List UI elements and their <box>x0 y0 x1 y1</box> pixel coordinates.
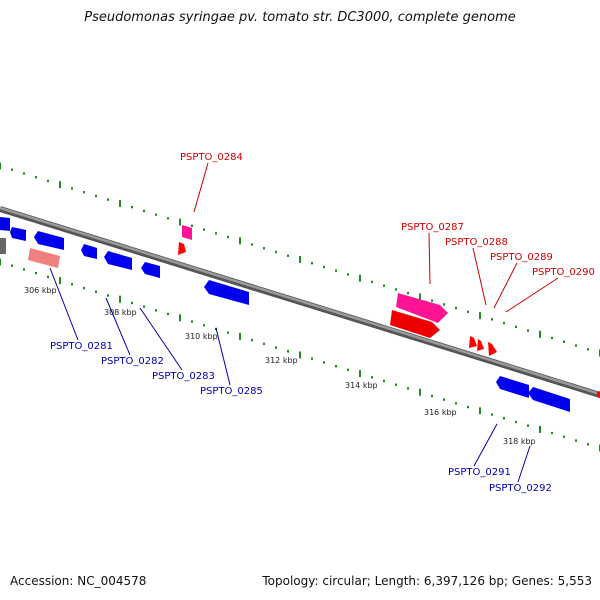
gene-arrow[interactable] <box>597 391 600 398</box>
reverse-genes <box>0 217 570 412</box>
genome-summary: Topology: circular; Length: 6,397,126 bp… <box>262 574 592 588</box>
gene-arrow[interactable] <box>204 280 249 305</box>
label-leader-line <box>473 423 498 467</box>
gene-arrow[interactable] <box>396 293 448 323</box>
genome-title: Pseudomonas syringae pv. tomato str. DC3… <box>84 10 516 25</box>
gene-label[interactable]: PSPTO_0290 <box>532 267 595 278</box>
forward-gene-labels: PSPTO_0284PSPTO_0287PSPTO_0288PSPTO_0289… <box>180 152 595 313</box>
label-leader-line <box>505 277 559 313</box>
backbone-stub <box>0 238 6 254</box>
gene-label[interactable]: PSPTO_0291 <box>448 467 511 478</box>
scale-label: 316 kbp <box>424 408 457 417</box>
scale-label: 310 kbp <box>185 332 218 341</box>
gene-label[interactable]: PSPTO_0288 <box>445 237 508 248</box>
gene-arrow[interactable] <box>496 376 529 398</box>
reverse-gene-labels: PSPTO_0281PSPTO_0282PSPTO_0283PSPTO_0285… <box>49 267 552 494</box>
label-leader-line <box>215 327 231 386</box>
genome-backbone <box>0 206 600 398</box>
label-leader-line <box>193 162 209 213</box>
gene-arrow[interactable] <box>81 244 97 259</box>
gene-label[interactable]: PSPTO_0282 <box>101 356 164 367</box>
gene-arrow[interactable] <box>10 227 26 241</box>
label-leader-line <box>517 445 531 483</box>
scale-label: 312 kbp <box>265 356 298 365</box>
gene-arrow[interactable] <box>488 342 497 356</box>
scale-label: 308 kbp <box>104 308 137 317</box>
gene-arrow[interactable] <box>0 217 10 231</box>
gene-arrow[interactable] <box>28 248 60 268</box>
forward-genes <box>178 225 600 398</box>
gene-arrow[interactable] <box>390 310 440 338</box>
label-leader-line <box>472 247 487 306</box>
tick-marks <box>0 162 600 452</box>
scale-labels: 306 kbp 308 kbp 310 kbp 312 kbp 314 kbp 316 k… <box>24 286 536 446</box>
gene-label[interactable]: PSPTO_0292 <box>489 483 552 494</box>
gene-arrow[interactable] <box>178 242 186 255</box>
gene-arrow[interactable] <box>34 231 64 250</box>
gene-arrow[interactable] <box>469 336 477 348</box>
gene-label[interactable]: PSPTO_0287 <box>401 222 464 233</box>
scale-label: 314 kbp <box>345 381 378 390</box>
gene-arrow[interactable] <box>182 225 192 240</box>
gene-arrow[interactable] <box>528 387 570 412</box>
scale-label: 318 kbp <box>503 437 536 446</box>
label-leader-line <box>428 232 431 285</box>
gene-label[interactable]: PSPTO_0285 <box>200 386 263 397</box>
label-leader-line <box>49 267 79 341</box>
scale-label: 306 kbp <box>24 286 57 295</box>
gene-label[interactable]: PSPTO_0284 <box>180 152 243 163</box>
gene-arrow[interactable] <box>141 262 160 278</box>
gene-label[interactable]: PSPTO_0289 <box>490 252 553 263</box>
label-leader-line <box>105 297 131 356</box>
gene-label[interactable]: PSPTO_0281 <box>50 341 113 352</box>
label-leader-line <box>493 262 518 309</box>
gene-arrow[interactable] <box>104 251 132 270</box>
gene-arrow[interactable] <box>477 339 484 351</box>
accession-label: Accession: NC_004578 <box>10 574 147 588</box>
label-leader-line <box>139 307 183 371</box>
gene-label[interactable]: PSPTO_0283 <box>152 371 215 382</box>
